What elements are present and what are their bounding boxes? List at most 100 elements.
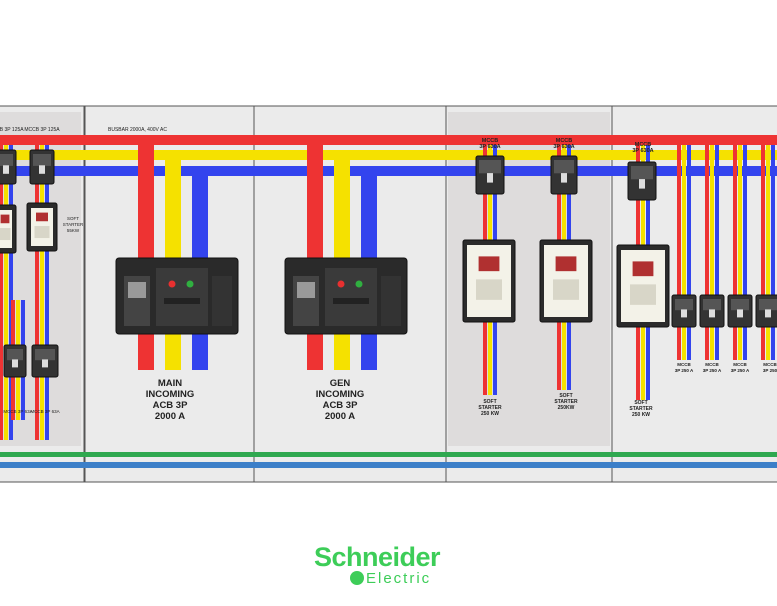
right-soft-starter-display [632,261,654,277]
left-soft-starter-label: 55KW [67,228,80,233]
schneider-electric-logo: Schneider Electric [300,540,480,590]
gen-incoming-acb-on-button [355,280,363,288]
right-out-mccb-3-toggle [737,309,743,318]
gen-incoming-acb-trip-unit [297,282,315,298]
left-mccb-4-toggle [42,359,48,368]
neutral-bar [0,462,777,468]
right-mccb-label: 3P 630A [632,148,653,154]
ss-mccb-1-label: 3P 630A [479,144,500,150]
right-out-2-drop-red [705,145,709,360]
left-soft-starter-1-display [0,214,10,224]
left-feeder-1-drop-red [0,145,3,440]
left-mccb-1-label: MCCB 3P 125A [0,127,24,133]
right-out-mccb-2-label: MCCB [705,362,719,367]
left-feeder-2-drop-blue [45,145,49,440]
right-out-1-drop-yellow [682,145,686,360]
gen-incoming-acb-front-panel [325,268,377,326]
gen-incoming-acb-right-module [381,276,401,326]
right-mccb-toggle [639,179,645,189]
main-incoming-acb-on-button [186,280,194,288]
busbar-label: BUSBAR 2000A, 400V AC [108,127,167,133]
right-out-mccb-2-face [703,299,721,311]
right-out-mccb-4-face [759,299,777,311]
main-incoming-label: MAIN [158,378,182,389]
left-mccb-2-face [33,154,51,166]
main-incoming-label: INCOMING [146,389,195,400]
main-incoming-acb-right-module [212,276,232,326]
left-soft-starter-2-display [36,212,48,222]
right-out-2-drop-yellow [710,145,714,360]
gen-incoming-acb-off-button [337,280,345,288]
left-soft-starter-2-keypad [34,226,50,239]
left-mccb-1-face [0,154,13,166]
ss-soft-starter-1-display [478,256,500,272]
ss-soft-starter-2-display [555,256,577,272]
right-out-mccb-3-label: MCCB [733,362,747,367]
ss-soft-starter-2-label: STARTER [554,399,578,405]
right-out-mccb-4-label: MCCB [763,362,777,367]
left-mccb-3-toggle [12,359,18,368]
main-incoming-acb-indicator [164,298,200,304]
right-out-mccb-1-toggle [681,309,687,318]
right-out-1-drop-blue [687,145,691,360]
right-out-mccb-2-label: 3P 250 A [703,368,722,373]
ss-soft-starter-1-label: 250 KW [481,411,499,417]
right-soft-starter-label: SOFT [634,400,647,406]
ss-mccb-2-label: 3P 630A [553,144,574,150]
right-mccb-label: MCCB [635,142,652,148]
left-mccb-2-toggle [39,165,45,174]
right-out-mccb-3-label: 3P 250 A [731,368,750,373]
logo-subtitle-text: Electric [366,570,432,587]
left-feeder-2-drop-yellow [40,145,44,440]
right-out-4-drop-red [761,145,765,360]
busbar-blue [0,166,777,176]
right-out-1-drop-red [677,145,681,360]
gen-incoming-label: ACB 3P [323,400,359,411]
left-feeder-1-drop-yellow [4,145,8,440]
main-incoming-label: ACB 3P [153,400,189,411]
left-soft-starter-1-keypad [0,228,11,241]
ss-soft-starter-1-label: SOFT [483,399,496,405]
ss-mccb-2-label: MCCB [556,138,573,144]
gen-incoming-label: INCOMING [316,389,365,400]
ss-mccb-2-face [554,160,574,174]
right-out-3-drop-yellow [738,145,742,360]
ss-mccb-1-face [479,160,501,174]
main-incoming-acb-off-button [168,280,176,288]
ss-soft-starter-2-label: 250KW [558,405,575,411]
busbar-yellow [0,150,777,160]
left-mccb-2-label: MCCB 3P 125A [24,127,60,133]
ss-soft-starter-2-label: SOFT [559,393,572,399]
gen-incoming-label: GEN [330,378,351,389]
ss-mccb-2-toggle [561,173,567,183]
right-out-mccb-1-label: 3P 250 A [675,368,694,373]
right-out-mccb-4-label: 3P 250 [763,368,777,373]
right-soft-starter-keypad [630,284,656,305]
right-out-4-drop-blue [771,145,775,360]
right-out-mccb-4-toggle [765,309,771,318]
left-mccb-3-label: MCCB 3P 63A [3,409,32,414]
main-incoming-acb-front-panel [156,268,208,326]
left-soft-starter-label: SOFT [67,216,79,221]
right-soft-starter-label: STARTER [629,406,653,412]
left-feeder-2-drop-red [35,145,39,440]
right-mccb-face [631,166,653,180]
main-incoming-label: 2000 A [155,411,185,422]
right-out-4-drop-yellow [766,145,770,360]
right-out-3-drop-blue [743,145,747,360]
right-out-mccb-1-label: MCCB [677,362,691,367]
right-out-3-drop-red [733,145,737,360]
ss-soft-starter-2-keypad [553,279,579,300]
right-out-mccb-2-toggle [709,309,715,318]
right-out-2-drop-blue [715,145,719,360]
ss-soft-starter-1-keypad [476,279,502,300]
gen-incoming-label: 2000 A [325,411,355,422]
right-out-mccb-1-face [675,299,693,311]
ss-mccb-1-toggle [487,173,493,183]
left-feeder-1-drop-blue [9,145,13,440]
logo-symbol-icon [350,571,364,585]
busbar-red [0,135,777,145]
gen-incoming-acb-indicator [333,298,369,304]
earth-bar [0,452,777,457]
